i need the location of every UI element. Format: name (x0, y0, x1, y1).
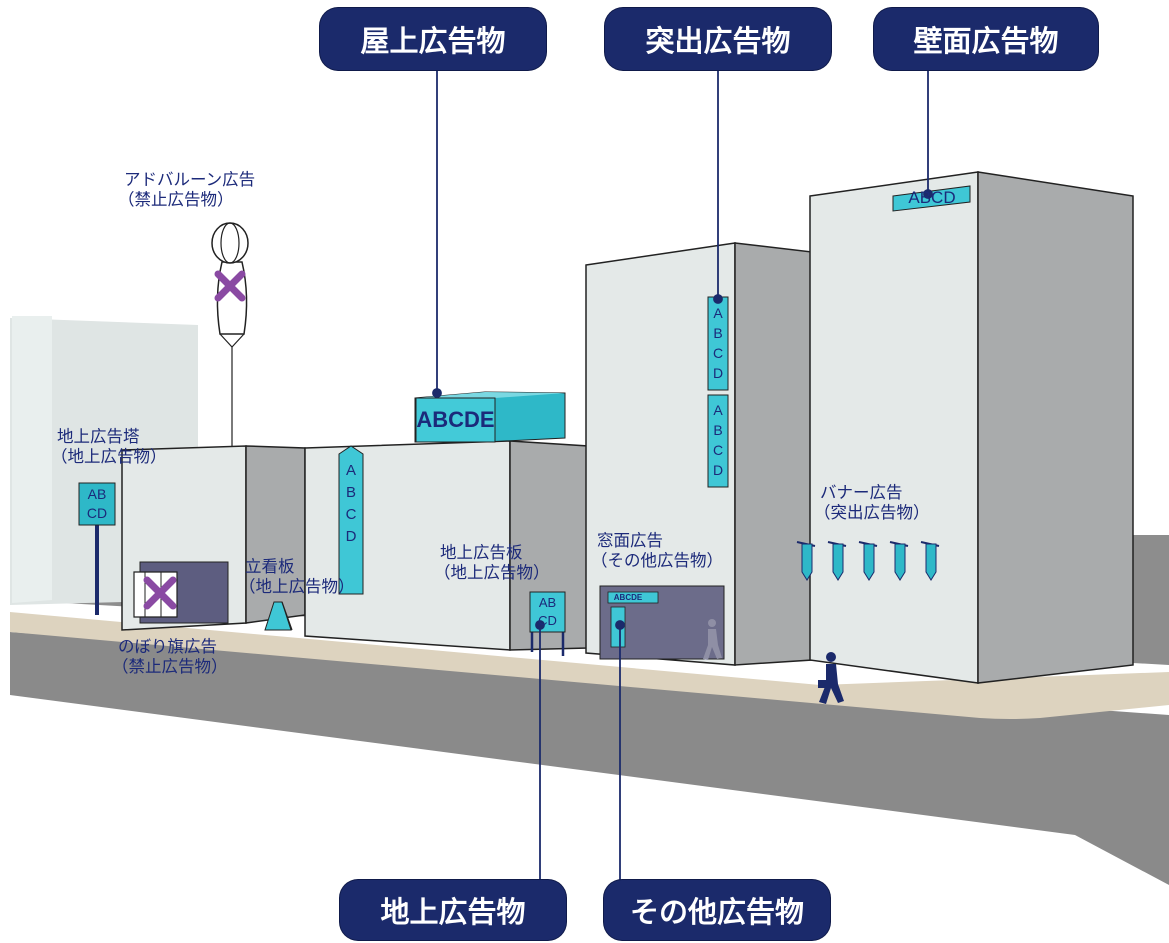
rooftop-sign-text: ABCDE (416, 407, 495, 432)
projecting-sign-lower (707, 394, 729, 488)
ad-balloon (211, 222, 249, 446)
pedestrian-walking (818, 652, 844, 704)
tower-sign-line: AB (87, 486, 107, 502)
vertical-letter: A (345, 462, 356, 479)
vertical-letter: B (345, 484, 356, 501)
label-line: （地上広告物） (239, 577, 355, 596)
label-line: 地上広告板 (440, 543, 523, 562)
label-line: （その他広告物） (591, 551, 723, 570)
label-line: 立看板 (245, 557, 295, 576)
window-sign-text: ABCDE (613, 593, 643, 602)
wall-sign-text: ABCD (908, 188, 956, 207)
category-rooftop: 屋上広告物 (320, 8, 546, 70)
prohibited-mark-balloon (214, 270, 246, 302)
projecting-sign-upper-letters: A B C D (708, 303, 728, 383)
window-sign (607, 591, 659, 604)
label-line: （禁止広告物） (112, 657, 228, 676)
leader-lines (432, 70, 933, 882)
label-line: バナー広告 (820, 483, 903, 502)
label-window: 窓面広告 （その他広告物） (591, 531, 723, 571)
label-line: 地上広告塔 (57, 427, 140, 446)
vertical-letter: A (713, 402, 723, 418)
label-ground-board: 地上広告板 （地上広告物） (434, 543, 550, 583)
vertical-letter: D (712, 462, 724, 478)
label-line: （地上広告物） (434, 563, 550, 582)
sidewalk (10, 612, 1169, 719)
vertical-letter: C (345, 506, 357, 523)
pedestrian-faded (703, 619, 722, 660)
vertical-banner-letters: A B C D (339, 460, 363, 548)
label-line: アドバルーン広告 (124, 170, 256, 189)
category-projecting: 突出広告物 (605, 8, 831, 70)
vertical-letter: B (713, 422, 723, 438)
wall-sign (892, 185, 971, 212)
label-banner: バナー広告 （突出広告物） (814, 483, 930, 523)
projecting-sign-lower-letters: A B C D (708, 400, 728, 480)
label-line: （突出広告物） (814, 503, 930, 522)
vertical-letter: B (713, 325, 723, 341)
category-wall: 壁面広告物 (874, 8, 1098, 70)
label-ad-balloon: アドバルーン広告 （禁止広告物） (118, 170, 256, 210)
board-sign-line: AB (538, 595, 557, 610)
label-standing-board: 立看板 （地上広告物） (239, 557, 355, 597)
prohibited-mark-nobori (143, 576, 177, 610)
vertical-banner-building-2 (338, 445, 364, 595)
vertical-letter: A (713, 305, 723, 321)
rooftop-sign (414, 391, 566, 443)
label-line: （地上広告物） (51, 447, 167, 466)
building-3 (585, 242, 813, 666)
label-line: のぼり旗広告 (118, 637, 217, 656)
tower-sign-line: CD (86, 505, 108, 521)
ground-board-sign-text: AB CD (530, 594, 565, 630)
banner-ads (796, 541, 940, 581)
ground-tower-sign (78, 482, 116, 615)
category-ground: 地上広告物 (340, 880, 566, 940)
board-sign-line: CD (538, 613, 557, 628)
label-line: （禁止広告物） (118, 190, 234, 209)
label-nobori: のぼり旗広告 （禁止広告物） (112, 637, 228, 677)
vertical-letter: C (712, 442, 724, 458)
ground-tower-sign-text: AB CD (79, 485, 115, 523)
label-line: 窓面広告 (597, 531, 663, 550)
label-ground-tower: 地上広告塔 （地上広告物） (51, 427, 167, 467)
category-other: その他広告物 (604, 880, 830, 940)
ground-board-sign (529, 591, 566, 656)
building-4 (809, 171, 1134, 684)
nobori-flag (133, 571, 178, 618)
vertical-letter: C (712, 345, 724, 361)
vertical-letter: D (345, 528, 357, 545)
standing-board (264, 601, 293, 631)
vertical-letter: D (712, 365, 724, 381)
